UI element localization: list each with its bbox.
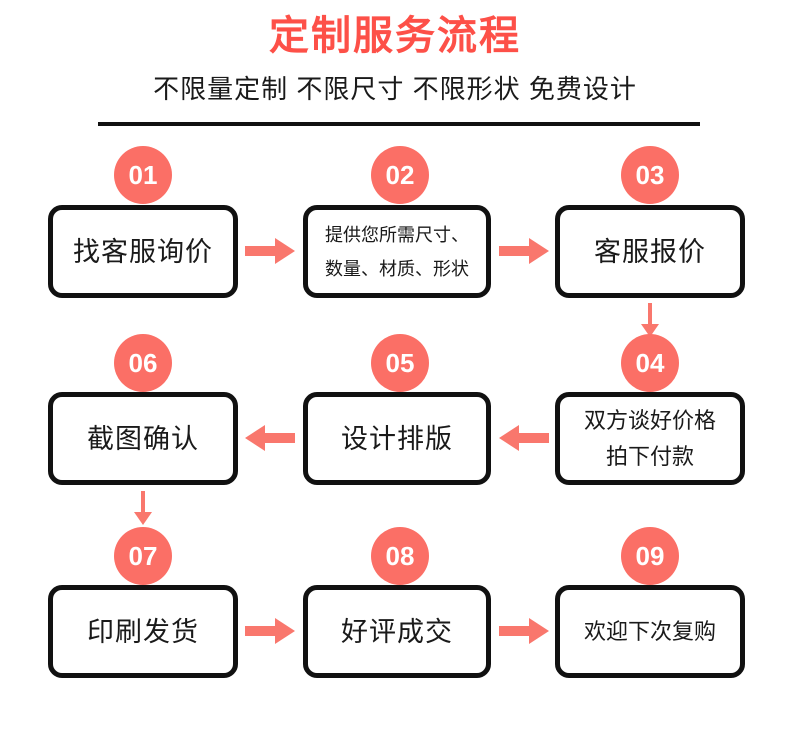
step-box-02-line-1: 提供您所需尺寸、	[325, 224, 469, 245]
step-box-05-line-1: 设计排版	[341, 423, 453, 454]
arrow-shaft	[515, 433, 549, 443]
step-box-08-line-1: 好评成交	[341, 616, 453, 647]
step-box-01[interactable]: 找客服询价	[48, 205, 238, 298]
step-badge-06: 06	[114, 334, 172, 392]
arrow-shaft	[648, 303, 652, 326]
arrow-shaft	[141, 491, 145, 514]
step-box-01-line-1: 找客服询价	[73, 236, 213, 267]
step-box-03[interactable]: 客服报价	[555, 205, 745, 298]
arrow-05-06	[245, 425, 295, 451]
step-box-04[interactable]: 双方谈好价格 拍下付款	[555, 392, 745, 485]
step-box-07-line-1: 印刷发货	[87, 616, 199, 647]
step-badge-05: 05	[371, 334, 429, 392]
arrow-shaft	[499, 246, 533, 256]
page-subtitle: 不限量定制 不限尺寸 不限形状 免费设计	[153, 74, 637, 104]
arrow-head	[529, 238, 549, 264]
arrow-08-09	[499, 618, 549, 644]
step-badge-03: 03	[621, 146, 679, 204]
step-badge-07: 07	[114, 527, 172, 585]
step-box-04-line-2: 拍下付款	[605, 443, 694, 469]
page-title: 定制服务流程	[269, 14, 521, 58]
arrow-shaft	[245, 246, 279, 256]
arrow-head	[499, 425, 519, 451]
step-box-04-line-1: 双方谈好价格	[583, 407, 716, 433]
step-box-02[interactable]: 提供您所需尺寸、 数量、材质、形状	[303, 205, 491, 298]
arrow-03-04	[641, 303, 659, 337]
step-box-05[interactable]: 设计排版	[303, 392, 491, 485]
step-badge-08: 08	[371, 527, 429, 585]
step-box-02-line-2: 数量、材质、形状	[325, 258, 469, 279]
step-box-06[interactable]: 截图确认	[48, 392, 238, 485]
arrow-02-03	[499, 238, 549, 264]
arrow-06-07	[134, 491, 152, 525]
arrow-head	[641, 324, 659, 337]
step-box-07[interactable]: 印刷发货	[48, 585, 238, 678]
arrow-shaft	[499, 626, 533, 636]
arrow-01-02	[245, 238, 295, 264]
arrow-head	[275, 618, 295, 644]
arrow-head	[275, 238, 295, 264]
step-badge-09: 09	[621, 527, 679, 585]
arrow-07-08	[245, 618, 295, 644]
step-badge-02: 02	[371, 146, 429, 204]
arrow-shaft	[245, 626, 279, 636]
arrow-head	[245, 425, 265, 451]
step-box-03-line-1: 客服报价	[594, 236, 706, 267]
step-box-06-line-1: 截图确认	[87, 423, 199, 454]
step-box-09[interactable]: 欢迎下次复购	[555, 585, 745, 678]
arrow-shaft	[261, 433, 295, 443]
step-box-08[interactable]: 好评成交	[303, 585, 491, 678]
arrow-head	[529, 618, 549, 644]
arrow-head	[134, 512, 152, 525]
step-badge-01: 01	[114, 146, 172, 204]
step-box-09-line-1: 欢迎下次复购	[583, 618, 716, 644]
arrow-04-05	[499, 425, 549, 451]
header-divider	[98, 122, 700, 126]
step-badge-04: 04	[621, 334, 679, 392]
